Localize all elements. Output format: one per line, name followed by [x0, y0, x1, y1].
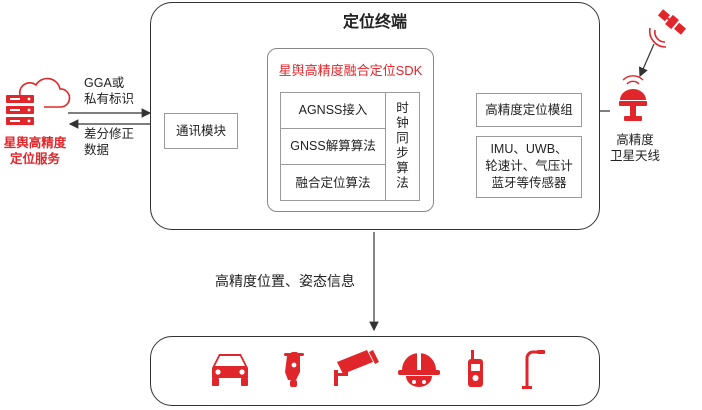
- arrow-sat-antenna: [638, 43, 655, 78]
- sensors-label: IMU、UWB、 轮速计、气压计 蓝牙等传感器: [485, 142, 573, 190]
- comm-module-label: 通讯模块: [175, 124, 226, 138]
- devices-box: [150, 336, 600, 406]
- sdk-title: 星舆高精度融合定位SDK: [278, 63, 423, 78]
- upload-label: GGA或 私有标识: [84, 76, 135, 106]
- antenna-label: 高精度 卫星天线: [609, 133, 660, 163]
- sdk-module-gnss-label: GNSS解算算法: [290, 139, 376, 153]
- download-label: 差分修正 数据: [84, 127, 135, 157]
- sensors-box: [476, 136, 582, 198]
- clock-sync-box: [385, 92, 420, 201]
- sdk-module-fusion-label: 融合定位算法: [295, 176, 371, 190]
- terminal-title: 定位终端: [342, 14, 407, 31]
- positioning-module-label: 高精度定位模组: [485, 103, 573, 117]
- clock-sync-label: 时 钟 同 步 算 法: [396, 101, 409, 190]
- comm-module-box: [164, 113, 238, 149]
- sdk-module-agnss-label: AGNSS接入: [298, 103, 368, 117]
- positioning-module-box: [476, 93, 582, 127]
- output-label: 高精度位置、姿态信息: [215, 273, 355, 289]
- service-label: 星舆高精度 定位服务: [3, 136, 67, 166]
